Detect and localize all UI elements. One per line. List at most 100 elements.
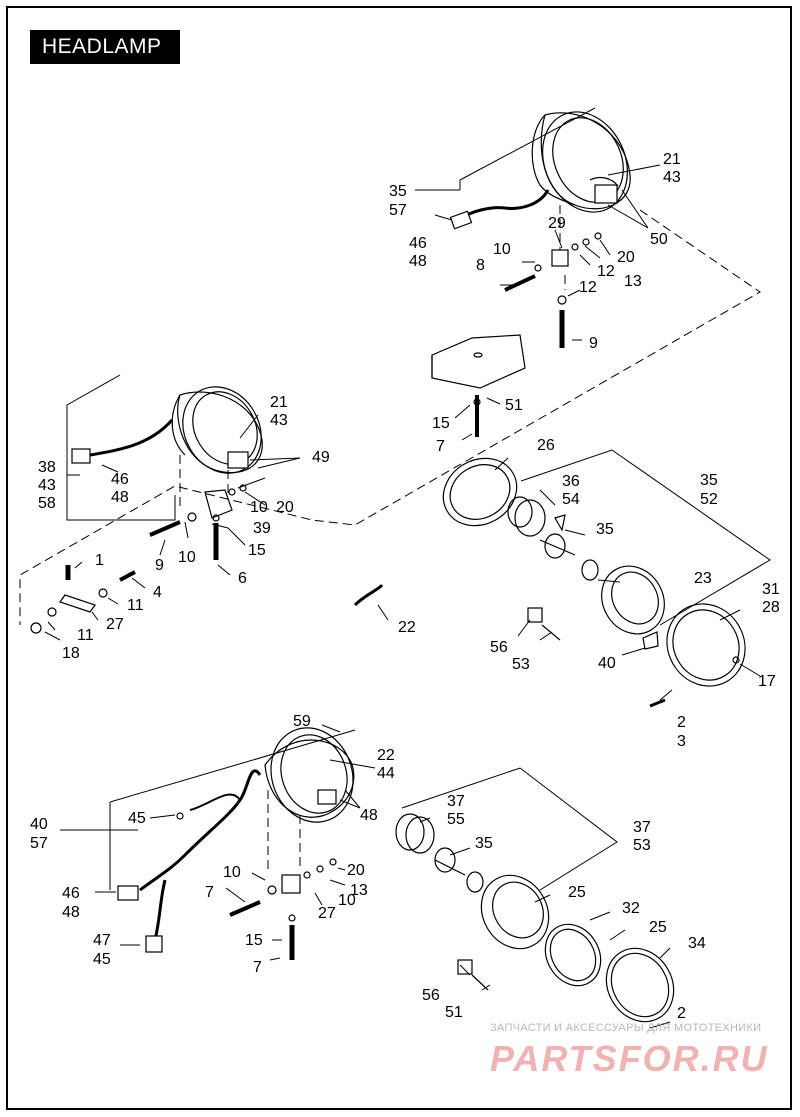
page-title: HEADLAMP <box>30 30 180 64</box>
callout: 25 <box>649 919 667 936</box>
callout: 7 <box>253 959 262 976</box>
callout: 57 <box>30 835 48 852</box>
callout: 7 <box>205 884 214 901</box>
callout: 3 <box>677 733 686 750</box>
callout: 43 <box>270 412 288 429</box>
callout: 22 <box>377 747 395 764</box>
headlamp-housing-bottom <box>117 727 355 953</box>
callout: 46 <box>409 235 427 252</box>
callout: 8 <box>476 257 485 274</box>
bolts-top <box>473 232 602 437</box>
callout: 39 <box>253 520 271 537</box>
callout: 40 <box>30 816 48 833</box>
callout: 13 <box>624 273 642 290</box>
callout: 48 <box>409 253 427 270</box>
callout: 23 <box>694 570 712 587</box>
callout: 48 <box>62 904 80 921</box>
callout: 9 <box>155 557 164 574</box>
callout: 29 <box>548 215 566 232</box>
callout: 21 <box>270 394 288 411</box>
callout: 58 <box>38 495 56 512</box>
callout: 48 <box>111 489 129 506</box>
callout: 20 <box>617 249 635 266</box>
callout: 59 <box>293 713 311 730</box>
callout: 34 <box>688 935 706 952</box>
callout: 52 <box>700 491 718 508</box>
callout: 12 <box>579 279 597 296</box>
callout: 50 <box>650 231 668 248</box>
callout: 12 <box>597 263 615 280</box>
callout: 18 <box>62 645 80 662</box>
bolts-bottom <box>229 858 337 960</box>
headlamp-housing-left <box>71 386 263 519</box>
callout: 27 <box>318 905 336 922</box>
callout: 53 <box>512 656 530 673</box>
headlamp-housing-top <box>449 111 631 230</box>
watermark-logo: PARTSFOR.RU <box>490 1038 769 1079</box>
callout: 49 <box>312 449 330 466</box>
callout: 15 <box>248 542 266 559</box>
callout: 48 <box>360 807 378 824</box>
callout: 53 <box>633 837 651 854</box>
callout: 4 <box>153 584 162 601</box>
callout: 20 <box>347 862 365 879</box>
callout: 21 <box>663 151 681 168</box>
callout: 36 <box>562 473 580 490</box>
lamp-parts-middle <box>353 457 746 708</box>
callout: 25 <box>568 884 586 901</box>
callout: 1 <box>95 552 104 569</box>
callout: 46 <box>111 471 129 488</box>
dashed-alignment-lines <box>19 205 761 870</box>
callout: 54 <box>562 491 580 508</box>
callout: 35 <box>596 521 614 538</box>
bracket-top <box>431 334 526 389</box>
callout: 37 <box>633 819 651 836</box>
callout: 35 <box>475 835 493 852</box>
callout: 10 <box>493 241 511 258</box>
callout: 51 <box>445 1004 463 1021</box>
callout: 22 <box>398 619 416 636</box>
callout: 10 <box>178 549 196 566</box>
callout: 10 <box>250 499 268 516</box>
callout: 51 <box>505 397 523 414</box>
callout: 2 <box>677 1005 686 1022</box>
callout: 11 <box>127 597 144 614</box>
callout: 56 <box>490 639 508 656</box>
callout: 37 <box>447 793 465 810</box>
callout: 10 <box>338 892 356 909</box>
callout: 57 <box>389 202 407 219</box>
lamp-parts-bottom <box>395 813 675 1023</box>
callout: 56 <box>422 987 440 1004</box>
callout: 43 <box>663 169 681 186</box>
callout: 35 <box>700 472 718 489</box>
callout: 2 <box>677 714 686 731</box>
callout: 15 <box>245 932 263 949</box>
callout: 7 <box>436 438 445 455</box>
callout: 15 <box>432 415 450 432</box>
callout: 17 <box>758 673 776 690</box>
leader-lines <box>44 107 771 1029</box>
callout: 47 <box>93 932 111 949</box>
callout: 35 <box>389 183 407 200</box>
callout: 44 <box>377 765 395 782</box>
callout: 31 <box>762 581 780 598</box>
callout: 28 <box>762 599 780 616</box>
page-frame <box>6 6 792 1110</box>
callout: 40 <box>598 655 616 672</box>
callout: 55 <box>447 811 465 828</box>
callout-labels: 35 57 21 43 50 29 10 8 20 12 13 12 9 46 … <box>30 151 780 1022</box>
watermark-caption: ЗАПЧАСТИ И АКСЕССУАРЫ ДЛЯ МОТОТЕХНИКИ <box>490 1022 762 1034</box>
callout: 13 <box>350 882 368 899</box>
callout: 26 <box>537 437 555 454</box>
callout: 43 <box>38 477 56 494</box>
callout: 32 <box>622 900 640 917</box>
callout: 6 <box>238 570 247 587</box>
callout: 9 <box>589 335 598 352</box>
callout: 27 <box>106 616 124 633</box>
callout: 45 <box>128 810 146 827</box>
callout: 10 <box>223 864 241 881</box>
callout: 45 <box>93 951 111 968</box>
callout: 38 <box>38 459 56 476</box>
callout: 46 <box>62 885 80 902</box>
